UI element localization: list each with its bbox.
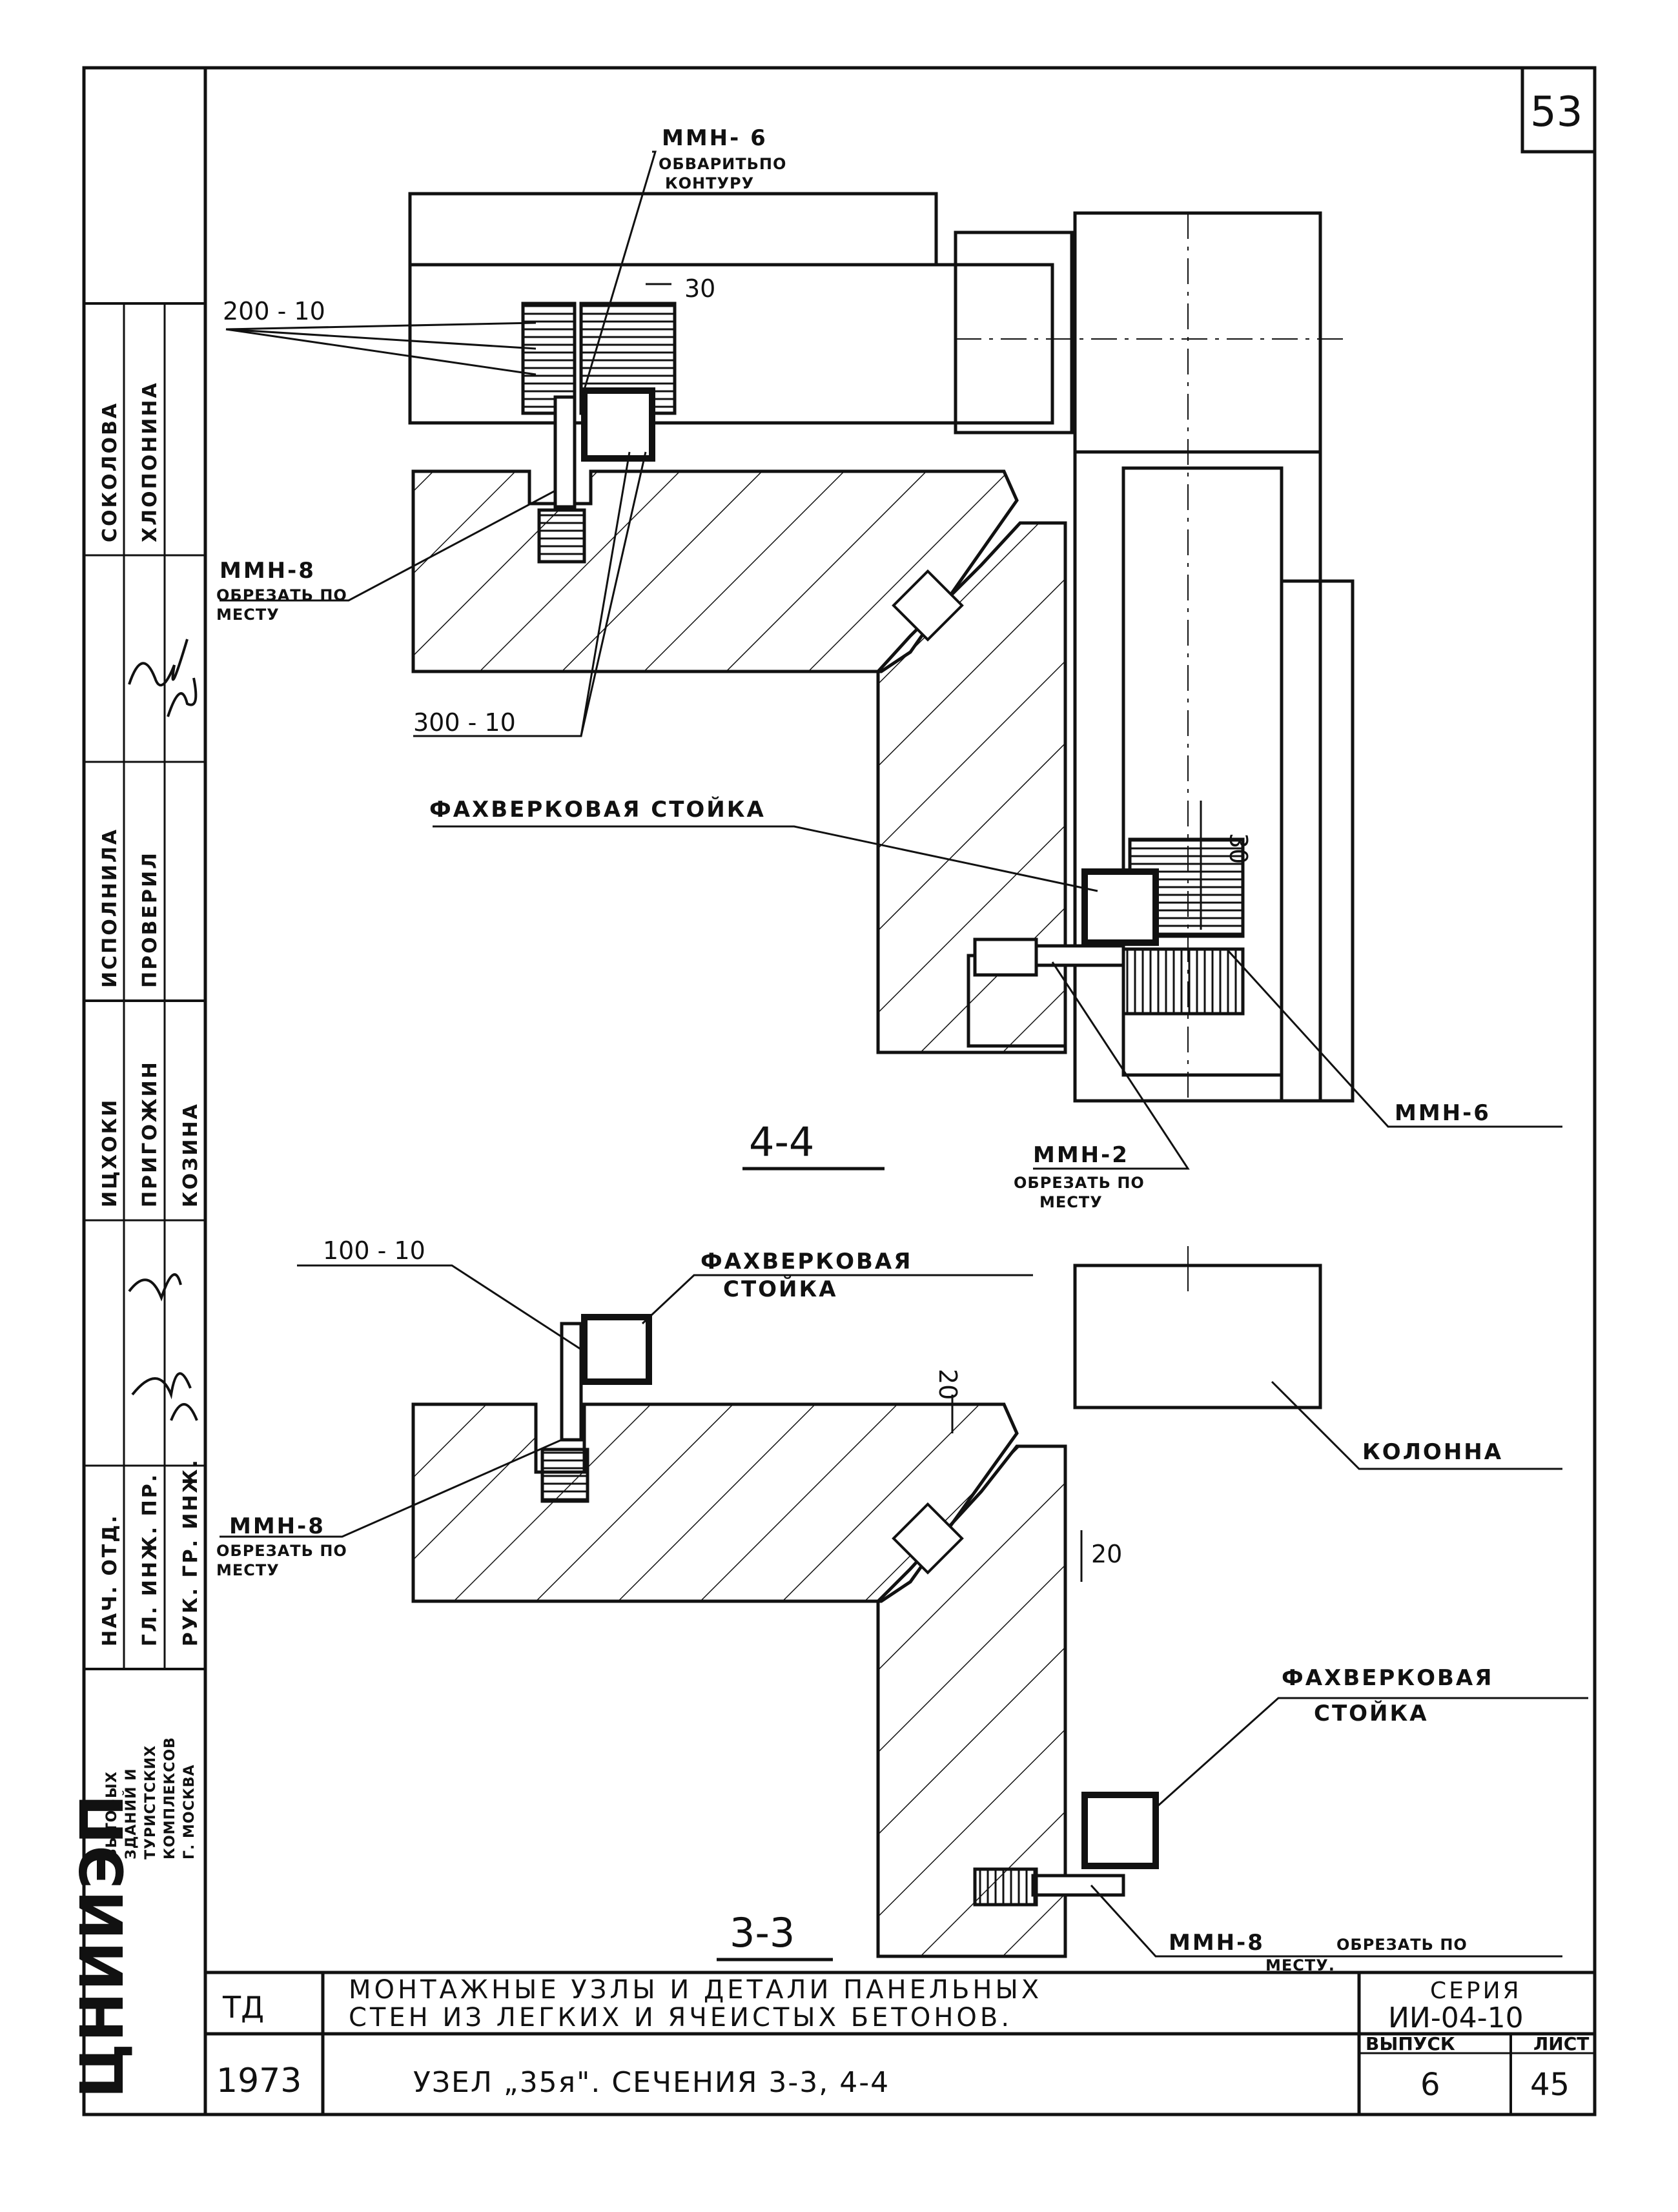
title-subtitle: УЗЕЛ „35я". СЕЧЕНИЯ 3-3, 4-4 xyxy=(413,2066,890,2099)
wood-block-right-bottom xyxy=(1121,947,1245,1016)
name-sokolova: СОКОЛОВА xyxy=(99,402,121,542)
org-line-5: Г. МОСКВА xyxy=(181,1764,198,1859)
org-line-2: ЗДАНИЙ И xyxy=(123,1768,139,1859)
label-mmn2: ММН-2 xyxy=(1033,1142,1129,1168)
sheet-number: 53 xyxy=(1530,88,1582,136)
label-column: КОЛОННА xyxy=(1362,1439,1503,1465)
label-post-3-3-2: СТОЙКА xyxy=(723,1276,838,1302)
label-weld-note-2: КОНТУРУ xyxy=(665,174,754,192)
label-mmn8-note-1: ОБРЕЗАТЬ ПО xyxy=(216,586,347,604)
org-line-1: БЫТОВЫХ xyxy=(104,1771,120,1859)
mmn2-plate xyxy=(1031,944,1125,967)
label-post-3-3-right-2: СТОЙКА xyxy=(1314,1700,1429,1726)
mmn8-anchor-top xyxy=(537,508,586,564)
label-mmn8: ММН-8 xyxy=(220,558,316,584)
role-group-lead: РУК. ГР. ИНЖ. xyxy=(179,1458,202,1646)
section-4-4: ММН- 6 ОБВАРИТЬПО КОНТУРУ 200 - 10 30 ММ… xyxy=(216,125,1562,1211)
section-title-4-4: 4-4 xyxy=(749,1118,814,1165)
name-kozina: КОЗИНА xyxy=(179,1102,202,1207)
title-line-1: МОНТАЖНЫЕ УЗЛЫ И ДЕТАЛИ ПАНЕЛЬНЫХ xyxy=(349,1975,1042,2005)
column xyxy=(1073,1264,1322,1409)
role-performed: ИСПОЛНИЛА xyxy=(99,828,121,988)
label-post-3-3-1: ФАХВЕРКОВАЯ xyxy=(701,1249,912,1275)
side-stamp: НАЧ. ОТД. ГЛ. ИНЖ. ПР. РУК. ГР. ИНЖ. ИЦХ… xyxy=(68,302,205,2098)
org-line-4: КОМПЛЕКСОВ xyxy=(162,1737,178,1859)
steel-tube-post-3-3 xyxy=(581,1314,652,1385)
dim-30-right: 30 xyxy=(1224,833,1253,864)
dim-100-10: 100 - 10 xyxy=(323,1236,425,1265)
role-checked: ПРОВЕРИЛ xyxy=(139,851,161,988)
dim-20-top: 20 xyxy=(934,1369,962,1400)
signatures xyxy=(128,639,198,1421)
label-mmn8-3-3-note-1: ОБРЕЗАТЬ ПО xyxy=(216,1542,347,1560)
steel-tube-post-3-3-right xyxy=(1081,1792,1159,1869)
institute-logo: ЦНИИЭП xyxy=(68,1793,137,2098)
mmn8-plate-3-3-right xyxy=(1031,1874,1125,1897)
role-chief-engineer: ГЛ. ИНЖ. ПР. xyxy=(139,1473,161,1646)
concrete-panel-horizontal-3-3 xyxy=(411,1402,1019,1603)
issue-value: 6 xyxy=(1420,2067,1440,2103)
concrete-panel-vertical-4-4 xyxy=(876,521,1067,1054)
label-mmn2-note-2: МЕСТУ xyxy=(1039,1193,1103,1211)
title-year: 1973 xyxy=(216,2062,302,2100)
label-post-4-4: ФАХВЕРКОВАЯ СТОЙКА xyxy=(429,796,766,823)
wood-block-top-left xyxy=(521,302,577,415)
dim-20-side: 20 xyxy=(1091,1540,1122,1568)
mmn8-plate-top xyxy=(553,395,577,509)
dim-30-top: 30 xyxy=(684,274,715,303)
section-title-3-3: 3-3 xyxy=(730,1909,795,1956)
series-label: СЕРИЯ xyxy=(1430,1978,1522,2004)
steel-tube-post-4-4 xyxy=(1081,868,1159,946)
mmn8-anchor-3-3-right xyxy=(973,1867,1038,1907)
dim-300-10: 300 - 10 xyxy=(413,708,516,737)
name-khloponina: ХЛОПОНИНА xyxy=(139,381,161,542)
name-prigozhin: ПРИГОЖИН xyxy=(139,1060,161,1207)
series-value: ИИ-04-10 xyxy=(1388,2002,1524,2034)
label-mmn8-note-2: МЕСТУ xyxy=(216,606,280,624)
label-weld-note-1: ОБВАРИТЬПО xyxy=(659,155,786,173)
label-mmn2-note-1: ОБРЕЗАТЬ ПО xyxy=(1014,1174,1145,1192)
sheet-frame: 53 xyxy=(82,66,1597,2116)
role-head-dept: НАЧ. ОТД. xyxy=(99,1514,121,1647)
issue-label: ВЫПУСК xyxy=(1366,2033,1455,2054)
joint-sealant-4-4 xyxy=(892,569,964,642)
label-post-3-3-right-1: ФАХВЕРКОВАЯ xyxy=(1282,1665,1493,1691)
sheet-value: 45 xyxy=(1530,2067,1570,2103)
label-mmn8-3-3: ММН-8 xyxy=(229,1513,325,1539)
title-block: ТД 1973 МОНТАЖНЫЕ УЗЛЫ И ДЕТАЛИ ПАНЕЛЬНЫ… xyxy=(205,1971,1595,2115)
label-mmn6-top: ММН- 6 xyxy=(662,125,768,151)
mmn2-anchor xyxy=(973,937,1038,977)
steel-tube-top xyxy=(581,387,655,462)
sheet-label: ЛИСТ xyxy=(1533,2033,1589,2054)
dim-200-10: 200 - 10 xyxy=(223,297,325,325)
mmn8-plate-3-3 xyxy=(560,1322,583,1442)
org-line-3: ТУРИСТСКИХ xyxy=(143,1745,159,1859)
section-3-3: 100 - 10 ФАХВЕРКОВАЯ СТОЙКА 20 КОЛОННА М… xyxy=(216,1236,1588,1974)
name-itskhoki: ИЦХОКИ xyxy=(99,1098,121,1207)
label-mmn8-bottom-note: ОБРЕЗАТЬ ПО xyxy=(1336,1936,1468,1954)
label-mmn6-right: ММН-6 xyxy=(1395,1100,1491,1126)
mmn8-anchor-3-3 xyxy=(540,1448,589,1503)
title-line-2: СТЕН ИЗ ЛЕГКИХ И ЯЧЕИСТЫХ БЕТОНОВ. xyxy=(349,2003,1012,2033)
joint-sealant-3-3 xyxy=(892,1502,964,1575)
label-mmn8-bottom: ММН-8 xyxy=(1169,1930,1265,1956)
concrete-panel-vertical-3-3 xyxy=(876,1444,1067,1958)
title-code: ТД xyxy=(222,1990,264,2025)
label-mmn8-3-3-note-2: МЕСТУ xyxy=(216,1561,280,1579)
